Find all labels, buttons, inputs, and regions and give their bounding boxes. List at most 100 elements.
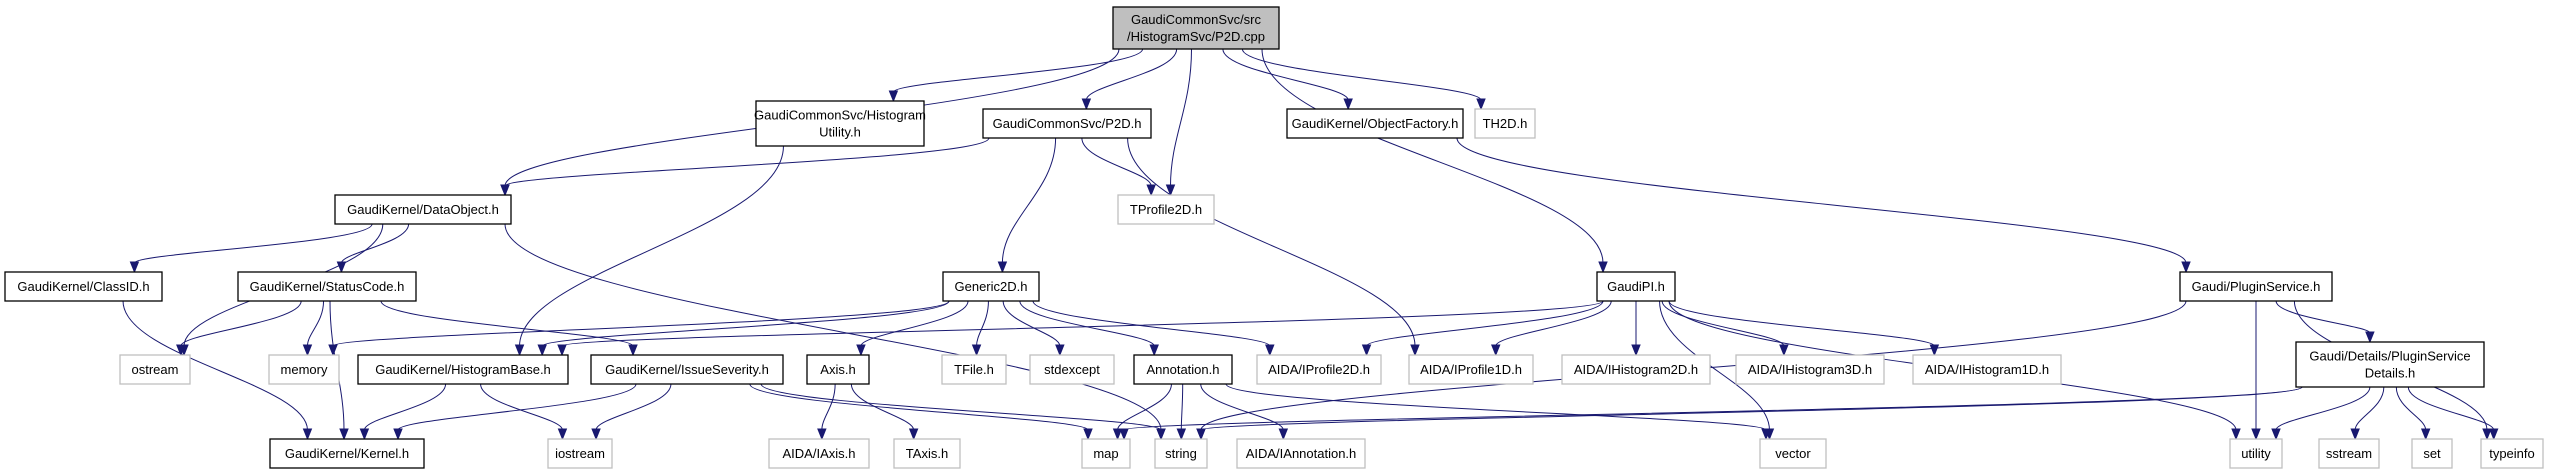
arrowhead-icon	[302, 344, 313, 357]
edge-classid-to-kernel	[122, 300, 313, 441]
node-generic2d-h[interactable]: Generic2D.h	[942, 271, 1040, 302]
node-box	[2318, 438, 2380, 469]
edge-root-to-objfactory	[1222, 48, 1353, 111]
edge-plugindetails-to-utility	[2271, 386, 2371, 441]
edge-dataobject-to-classid	[129, 223, 373, 274]
node-gaudi-pluginservice-h[interactable]: Gaudi/PluginService.h	[2179, 271, 2333, 302]
node-box	[1596, 271, 1676, 302]
arrowhead-icon	[1055, 344, 1065, 357]
edge-issueseverity-to-string	[760, 383, 1166, 441]
arrowhead-icon	[1491, 344, 1501, 357]
edge-line	[1668, 300, 1935, 347]
edge-line	[850, 383, 915, 431]
arrowhead-icon	[336, 261, 347, 274]
edge-line	[1127, 137, 1416, 347]
node-label: Axis.h	[820, 362, 855, 377]
edge-plugindetails-to-set	[2395, 386, 2431, 441]
edge-line	[1019, 300, 1155, 347]
edge-line	[1002, 300, 1061, 347]
edge-objfactory-to-pluginservice	[1456, 137, 2191, 274]
node-gaudikernel-dataobject-h[interactable]: GaudiKernel/DataObject.h	[334, 194, 512, 225]
edge-line	[976, 300, 989, 347]
edge-gaudipi-to-ihist2d	[1631, 301, 1641, 357]
arrowhead-icon	[339, 428, 349, 441]
edge-line	[541, 300, 950, 347]
node-label: set	[2423, 446, 2441, 461]
node-label: Gaudi/PluginService.h	[2192, 279, 2321, 294]
edge-statuscode-to-memory	[302, 300, 325, 357]
node-label: sstream	[2326, 446, 2372, 461]
edge-line	[1366, 300, 1604, 347]
node-gaudicommonsvc-src-histogramsvc-p2d-cpp[interactable]: GaudiCommonSvc/src/HistogramSvc/P2D.cpp	[1112, 6, 1280, 50]
edge-histutil-to-histbase	[514, 145, 784, 357]
edge-root-to-gaudipi	[1261, 48, 1608, 274]
edge-line	[180, 300, 302, 347]
edge-generic2d-to-iprofile2d	[1032, 300, 1275, 357]
node-tprofile2d-h: TProfile2D.h	[1117, 194, 1215, 225]
node-axis-h[interactable]: Axis.h	[806, 354, 870, 385]
edge-root-to-tprofile2d	[1165, 48, 1192, 197]
node-label: TProfile2D.h	[1130, 202, 1202, 217]
edge-axis-to-taxis	[850, 383, 919, 441]
arrowhead-icon	[1410, 344, 1420, 357]
arrowhead-icon	[2181, 261, 2191, 274]
node-label: Annotation.h	[1146, 362, 1219, 377]
node-box	[590, 354, 784, 385]
node-label: GaudiKernel/DataObject.h	[347, 202, 499, 217]
edge-line	[2395, 386, 2427, 431]
edge-line	[1222, 48, 1349, 101]
node-annotation-h[interactable]: Annotation.h	[1133, 354, 1233, 385]
node-label: GaudiKernel/StatusCode.h	[250, 279, 405, 294]
node-gaudikernel-classid-h[interactable]: GaudiKernel/ClassID.h	[4, 271, 163, 302]
arrowhead-icon	[1156, 428, 1166, 441]
node-gaudikernel-kernel-h[interactable]: GaudiKernel/Kernel.h	[269, 438, 425, 469]
node-label: AIDA/IHistogram2D.h	[1574, 362, 1698, 377]
node-label: utility	[2241, 446, 2271, 461]
arrowhead-icon	[1265, 344, 1275, 357]
arrowhead-icon	[856, 344, 866, 357]
arrowhead-icon	[359, 428, 370, 441]
arrowhead-icon	[1149, 344, 1159, 357]
edge-p2dh-to-dataobject	[500, 137, 990, 197]
arrowhead-icon	[888, 90, 899, 103]
node-typeinfo: typeinfo	[2480, 438, 2544, 469]
node-box	[1735, 354, 1885, 385]
node-string: string	[1154, 438, 1208, 469]
arrowhead-icon	[500, 184, 510, 197]
node-box	[357, 354, 569, 385]
node-label: TH2D.h	[1483, 116, 1528, 131]
node-gaudikernel-histogrambase-h[interactable]: GaudiKernel/HistogramBase.h	[357, 354, 569, 385]
arrowhead-icon	[1343, 98, 1353, 111]
arrowhead-icon	[328, 344, 338, 357]
edge-line	[1456, 137, 2187, 264]
edge-line	[1032, 300, 1271, 347]
edge-line	[2407, 386, 2495, 431]
node-gaudikernel-objectfactory-h[interactable]: GaudiKernel/ObjectFactory.h	[1286, 108, 1464, 139]
arrowhead-icon	[628, 344, 638, 357]
node-box	[269, 438, 425, 469]
edge-generic2d-to-axis	[856, 300, 969, 357]
node-gaudikernel-statuscode-h[interactable]: GaudiKernel/StatusCode.h	[237, 271, 417, 302]
arrowhead-icon	[817, 428, 827, 441]
node-label: Gaudi/Details/PluginService	[2309, 349, 2470, 364]
node-label: GaudiPI.h	[1607, 279, 1665, 294]
edge-generic2d-to-stdexcept	[1002, 300, 1065, 357]
node-label: GaudiKernel/ObjectFactory.h	[1292, 116, 1459, 131]
node-box	[1408, 354, 1534, 385]
node-gaudikernel-issueseverity-h[interactable]: GaudiKernel/IssueSeverity.h	[590, 354, 784, 385]
arrowhead-icon	[129, 261, 140, 274]
node-label: string	[1165, 446, 1197, 461]
node-box	[1081, 438, 1131, 469]
node-label: AIDA/IProfile2D.h	[1268, 362, 1370, 377]
node-stdexcept: stdexcept	[1029, 354, 1115, 385]
arrowhead-icon	[591, 428, 601, 441]
edge-line	[1659, 300, 1770, 431]
node-gaudipi-h[interactable]: GaudiPI.h	[1596, 271, 1676, 302]
node-gaudicommonsvc-p2d-h[interactable]: GaudiCommonSvc/P2D.h	[982, 108, 1152, 139]
edge-gaudipi-to-iprofile2d	[1361, 300, 1604, 357]
arrowhead-icon	[393, 428, 403, 441]
edge-dataobject-to-string	[504, 223, 1166, 441]
edge-issueseverity-to-iostream	[591, 383, 672, 441]
